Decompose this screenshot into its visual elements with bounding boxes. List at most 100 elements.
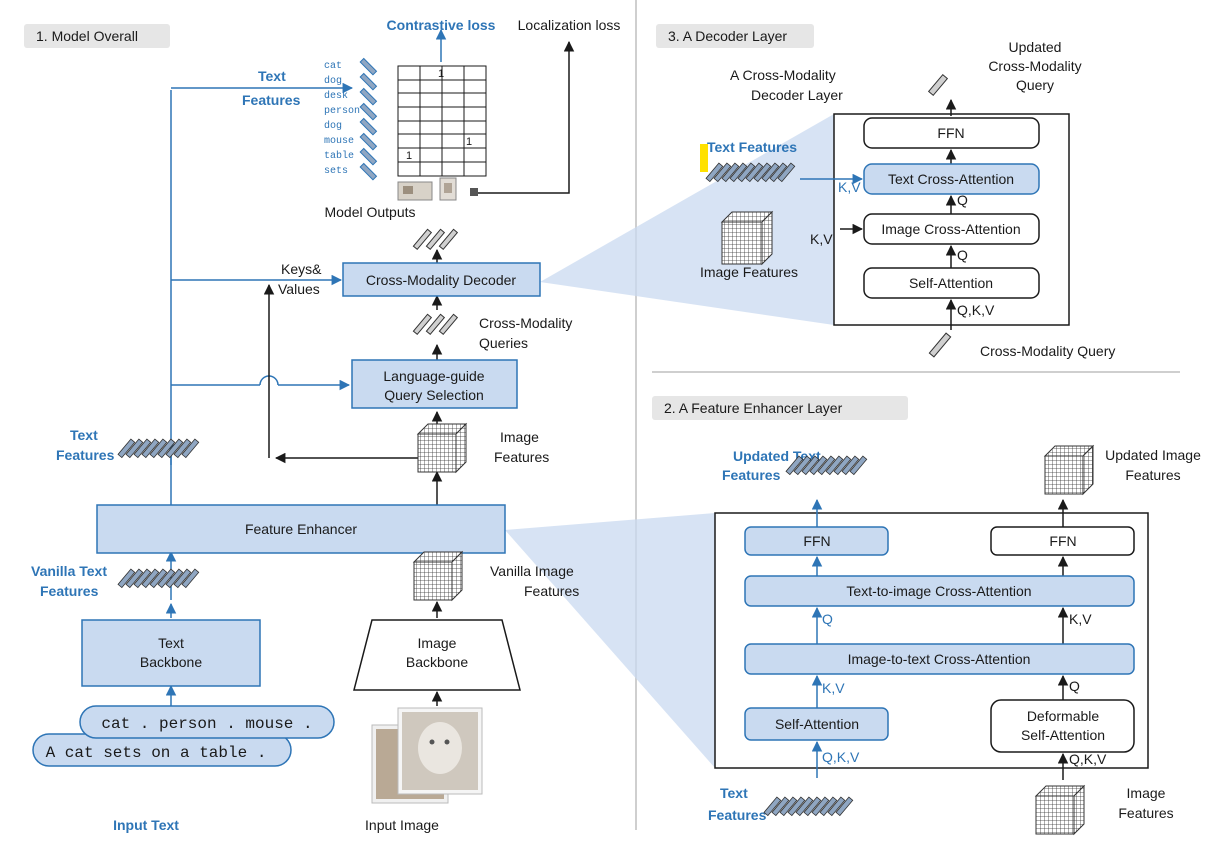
enhancer-self-attention-box xyxy=(744,707,889,741)
alignment-matrix xyxy=(397,65,487,177)
deformable-label-1: Deformable xyxy=(1027,708,1100,724)
text-backbone-box xyxy=(81,619,261,687)
enhancer-qkv-right-label: Q,K,V xyxy=(1069,751,1107,767)
enhancer-zoom-wedge xyxy=(505,513,715,768)
section-header-model-overall-bg xyxy=(24,24,170,48)
decoder-q-label-1: Q xyxy=(957,192,968,208)
word-item: dog xyxy=(324,120,342,132)
image-features-label-2: Features xyxy=(494,449,549,465)
text-to-image-attention-box xyxy=(744,575,1135,607)
vanilla-text-features-label-1: Vanilla Text xyxy=(31,563,107,579)
query-selection-label-2: Query Selection xyxy=(384,387,484,403)
enhancer-text-feature-bars xyxy=(763,796,854,817)
input-image-photo xyxy=(371,707,483,804)
decoder-image-features-cube xyxy=(720,210,774,266)
input-image-label: Input Image xyxy=(365,817,439,833)
enhancer-q-left-label: Q xyxy=(822,611,833,627)
enhancer-text-features-label-2: Features xyxy=(708,807,767,823)
image-cross-attention-box xyxy=(863,213,1040,245)
image-to-text-attention-box xyxy=(744,643,1135,675)
cross-modality-query-bar xyxy=(928,332,952,358)
localization-loss-arrow xyxy=(474,40,575,194)
text-features-mid-label-1: Text xyxy=(70,427,98,443)
word-item: desk xyxy=(324,90,348,102)
input-text-categories: cat . person . mouse . xyxy=(101,715,312,733)
enhancer-self-attention-label: Self-Attention xyxy=(775,716,859,732)
deformable-label-2: Self-Attention xyxy=(1021,727,1105,743)
word-token-bars xyxy=(359,57,378,181)
updated-query-label-3: Query xyxy=(1016,77,1054,93)
updated-image-features-cube xyxy=(1043,444,1095,496)
query-selection-label-1: Language-guide xyxy=(383,368,484,384)
decoder-text-features-label: Text Features xyxy=(707,139,797,155)
enhancer-ffn-right-box xyxy=(990,526,1135,556)
highlight-mark xyxy=(700,144,708,172)
cross-modality-decoder-label: Cross-Modality Decoder xyxy=(366,272,516,288)
text-features-mid-bars xyxy=(117,438,200,459)
enhancer-kv-left-label: K,V xyxy=(822,680,845,696)
decoder-text-feature-bars xyxy=(705,162,796,183)
enhancer-ffn-right-label: FFN xyxy=(1049,533,1076,549)
enhancer-kv-right-label: K,V xyxy=(1069,611,1092,627)
image-backbone-label-1: Image xyxy=(418,635,457,651)
updated-image-features-label-2: Features xyxy=(1125,467,1180,483)
decoder-image-features-label: Image Features xyxy=(700,264,798,280)
input-text-label: Input Text xyxy=(113,817,179,833)
updated-query-label-2: Cross-Modality xyxy=(988,58,1081,74)
model-outputs-label: Model Outputs xyxy=(324,204,415,220)
text-features-mid-label-2: Features xyxy=(56,447,115,463)
section-header-decoder-bg xyxy=(656,24,814,48)
vanilla-text-feature-bars xyxy=(117,568,200,589)
section-header-enhancer-bg xyxy=(652,396,908,420)
decoder-self-attention-label: Self-Attention xyxy=(909,275,993,291)
decoder-qkv-label: Q,K,V xyxy=(957,302,995,318)
section-header-decoder: 3. A Decoder Layer xyxy=(668,28,787,44)
feature-enhancer-label: Feature Enhancer xyxy=(245,521,357,537)
word-item: dog xyxy=(324,75,342,87)
matrix-one: 1 xyxy=(466,136,472,148)
updated-query-bar xyxy=(927,73,949,97)
text-backbone-label-1: Text xyxy=(158,635,184,651)
enhancer-ffn-left-label: FFN xyxy=(803,533,830,549)
decoder-q-label-2: Q xyxy=(957,247,968,263)
enhancer-image-features-label-2: Features xyxy=(1118,805,1173,821)
decoder-kv-label-2: K,V xyxy=(810,231,833,247)
enhancer-ffn-left-box xyxy=(744,526,889,556)
text-cross-attention-label: Text Cross-Attention xyxy=(888,171,1014,187)
section-header-enhancer: 2. A Feature Enhancer Layer xyxy=(664,400,843,416)
matrix-one: 1 xyxy=(406,150,412,162)
text-features-top-label-2: Features xyxy=(242,92,301,108)
text-features-top-label-1: Text xyxy=(258,68,286,84)
cross-modality-queries-label-1: Cross-Modality xyxy=(479,315,572,331)
enhancer-text-features-label-1: Text xyxy=(720,785,748,801)
word-item: sets xyxy=(324,166,348,177)
decoder-self-attention-box xyxy=(863,267,1040,299)
localization-loss-label: Localization loss xyxy=(518,17,621,33)
text-to-image-attention-label: Text-to-image Cross-Attention xyxy=(846,583,1031,599)
query-selection-box xyxy=(351,359,518,409)
word-list: cat dog desk person dog mouse table sets xyxy=(324,61,360,177)
output-box-thumbnails xyxy=(397,177,478,201)
cross-modality-query-label: Cross-Modality Query xyxy=(980,343,1115,359)
text-backbone-label-2: Backbone xyxy=(140,654,202,670)
output-query-bars xyxy=(412,228,459,251)
updated-text-features-label-2: Features xyxy=(722,467,781,483)
decoder-ffn-label: FFN xyxy=(937,125,964,141)
image-to-text-attention-label: Image-to-text Cross-Attention xyxy=(848,651,1031,667)
section-header-model-overall: 1. Model Overall xyxy=(36,28,138,44)
cross-modality-decoder-box xyxy=(342,262,541,297)
word-item: mouse xyxy=(324,136,354,147)
feature-enhancer-box xyxy=(96,504,506,554)
input-text-sentence: A cat sets on a table . xyxy=(46,744,267,762)
updated-query-label-1: Updated xyxy=(1009,39,1062,55)
decoder-layer-title-1: A Cross-Modality xyxy=(730,67,836,83)
keys-values-label-1: Keys& xyxy=(281,261,322,277)
enhancer-qkv-left-label: Q,K,V xyxy=(822,749,860,765)
vanilla-image-features-label-2: Features xyxy=(524,583,579,599)
enhancer-image-features-label-1: Image xyxy=(1127,785,1166,801)
image-backbone-box xyxy=(353,619,521,691)
vanilla-image-features-label-1: Vanilla Image xyxy=(490,563,574,579)
contrastive-loss-label: Contrastive loss xyxy=(387,17,496,33)
enhancer-q-right-label: Q xyxy=(1069,678,1080,694)
